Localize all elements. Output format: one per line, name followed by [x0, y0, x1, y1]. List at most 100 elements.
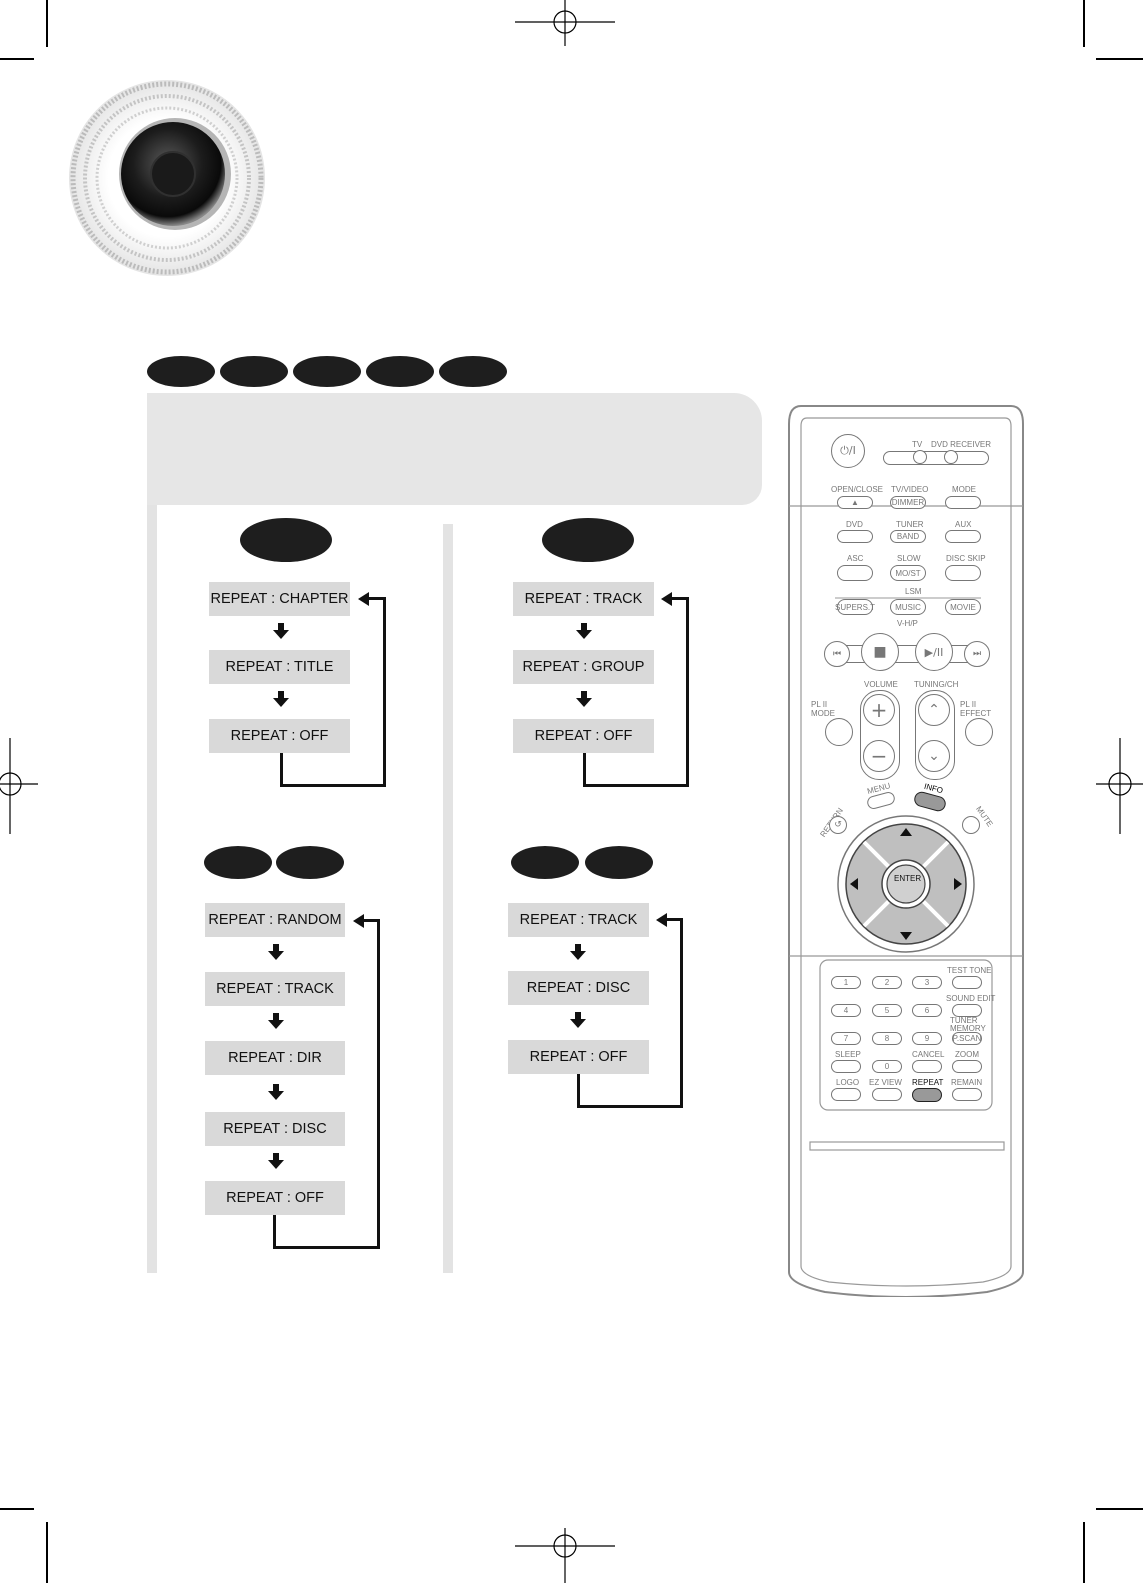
volume-up-button[interactable]: +: [863, 694, 895, 726]
pl2-effect-label: PL II EFFECT: [960, 700, 992, 718]
mode-selector-bar: [883, 451, 989, 465]
loop-line: [273, 1215, 276, 1246]
skip-back-button[interactable]: ⏮: [824, 641, 850, 667]
loop-arrow-icon: [661, 592, 672, 606]
section-pill: [240, 518, 332, 562]
down-arrow-icon: [273, 623, 289, 639]
remain-label: REMAIN: [951, 1078, 983, 1087]
asc-label: ASC: [847, 554, 864, 563]
nav-left-button[interactable]: [841, 866, 861, 902]
loop-arrow-icon: [656, 913, 667, 927]
pl2-mode-button[interactable]: [825, 718, 853, 746]
zoom-label: ZOOM: [955, 1050, 979, 1059]
supers-button[interactable]: SUPERS.T: [835, 599, 875, 615]
number-button-0[interactable]: 0: [872, 1060, 902, 1073]
number-button-8[interactable]: 8: [872, 1032, 902, 1045]
disc-skip-button[interactable]: [945, 565, 981, 581]
mode-button[interactable]: [945, 496, 981, 509]
open-close-button[interactable]: ▲: [837, 496, 873, 509]
repeat-mode-box: REPEAT : DISC: [508, 971, 649, 1005]
ez-view-button[interactable]: [872, 1088, 902, 1101]
repeat-mode-box: REPEAT : OFF: [508, 1040, 649, 1074]
number-button-3[interactable]: 3: [912, 976, 942, 989]
return-button[interactable]: ↺: [829, 816, 847, 834]
skip-forward-button[interactable]: ⏭: [964, 641, 990, 667]
volume-rocker: [860, 690, 900, 780]
sleep-button[interactable]: [831, 1060, 861, 1073]
repeat-button[interactable]: [912, 1088, 942, 1102]
registration-mark-top: [515, 0, 615, 46]
nav-right-button[interactable]: [951, 866, 971, 902]
down-arrow-icon: [268, 944, 284, 960]
panel-bar-left: [147, 505, 157, 1273]
loop-line: [280, 753, 283, 784]
number-button-7[interactable]: 7: [831, 1032, 861, 1045]
music-button[interactable]: MUSIC: [890, 599, 926, 615]
mo-st-button[interactable]: MO/ST: [890, 565, 926, 581]
section-pill: [542, 518, 634, 562]
test-tone-button[interactable]: [952, 976, 982, 989]
asc-button[interactable]: [837, 565, 873, 581]
dimmer-button[interactable]: DIMMER: [890, 496, 926, 509]
logo-label: LOGO: [836, 1078, 860, 1087]
navigation-pad: [837, 815, 975, 953]
header-banner: [147, 393, 762, 505]
repeat-mode-box: REPEAT : TRACK: [205, 972, 345, 1006]
cancel-button[interactable]: [912, 1060, 942, 1073]
pl2-effect-button[interactable]: [965, 718, 993, 746]
nav-down-button[interactable]: [888, 928, 924, 948]
loop-line: [360, 919, 380, 922]
dvd-label: DVD: [846, 520, 863, 529]
loop-line: [280, 597, 386, 787]
logo-button[interactable]: [831, 1088, 861, 1101]
sound-edit-label: SOUND EDIT: [946, 994, 996, 1003]
play-pause-button[interactable]: ▶/II: [915, 633, 953, 671]
aux-label: AUX: [955, 520, 972, 529]
stop-button[interactable]: ■: [861, 633, 899, 671]
enter-button[interactable]: [887, 865, 925, 903]
power-button[interactable]: ⏻/I: [831, 434, 865, 468]
zoom-button[interactable]: [952, 1060, 982, 1073]
repeat-mode-box: REPEAT : OFF: [513, 719, 654, 753]
band-button[interactable]: BAND: [890, 530, 926, 543]
repeat-mode-box: REPEAT : RANDOM: [205, 903, 345, 937]
nav-up-button[interactable]: [888, 820, 924, 840]
tv-label: TV: [912, 440, 923, 449]
tuning-up-button[interactable]: ⌃: [918, 694, 950, 726]
repeat-mode-box: REPEAT : DIR: [205, 1041, 345, 1075]
tuning-label: TUNING/CH: [914, 680, 959, 689]
tuning-rocker: [915, 690, 955, 780]
tuning-down-button[interactable]: ⌄: [918, 740, 950, 772]
mute-button[interactable]: [962, 816, 980, 834]
number-button-6[interactable]: 6: [912, 1004, 942, 1017]
number-button-9[interactable]: 9: [912, 1032, 942, 1045]
ez-view-label: EZ VIEW: [869, 1078, 902, 1087]
dvd-button[interactable]: [837, 530, 873, 543]
aux-button[interactable]: [945, 530, 981, 543]
repeat-mode-box: REPEAT : GROUP: [513, 650, 654, 684]
vhp-label: V-H/P: [897, 619, 918, 628]
cancel-label: CANCEL: [912, 1050, 945, 1059]
movie-button[interactable]: MOVIE: [945, 599, 981, 615]
number-button-1[interactable]: 1: [831, 976, 861, 989]
repeat-mode-box: REPEAT : OFF: [205, 1181, 345, 1215]
tv-mode-button[interactable]: [913, 450, 927, 464]
dvd-receiver-mode-button[interactable]: [944, 450, 958, 464]
loop-line: [365, 597, 386, 600]
section-pill: [204, 846, 272, 879]
repeat-mode-box: REPEAT : TITLE: [209, 650, 350, 684]
lsm-label: LSM: [903, 587, 924, 596]
number-button-5[interactable]: 5: [872, 1004, 902, 1017]
sound-edit-button[interactable]: [952, 1004, 982, 1017]
registration-mark-bottom: [515, 1528, 615, 1583]
number-button-2[interactable]: 2: [872, 976, 902, 989]
disc-skip-label: DISC SKIP: [946, 554, 986, 563]
enter-label: ENTER: [894, 874, 922, 883]
remote-control: ⏻/I TV DVD RECEIVER OPEN/CLOSE ▲ TV/VIDE…: [787, 404, 1025, 1297]
volume-down-button[interactable]: −: [863, 740, 895, 772]
down-arrow-icon: [268, 1084, 284, 1100]
remain-button[interactable]: [952, 1088, 982, 1101]
p-scan-button[interactable]: P.SCAN: [952, 1032, 982, 1045]
number-button-4[interactable]: 4: [831, 1004, 861, 1017]
down-arrow-icon: [570, 944, 586, 960]
